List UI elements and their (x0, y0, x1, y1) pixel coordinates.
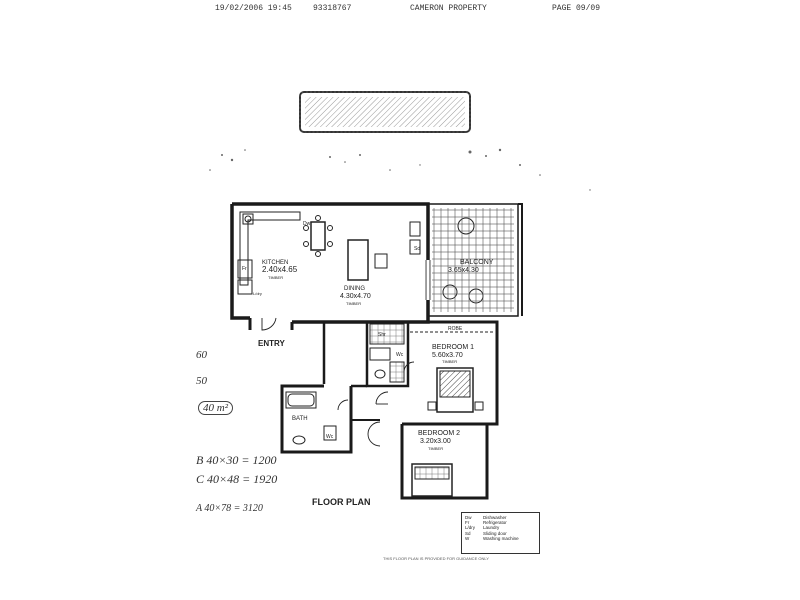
floor-plan-title: FLOOR PLAN (312, 497, 371, 507)
plan-doors (261, 317, 415, 447)
plan-footnote: THIS FLOOR PLAN IS PROVIDED FOR GUIDANCE… (383, 556, 489, 561)
bedroom1-size: 5.60x3.70 (432, 352, 463, 359)
balcony-size: 3.65x4.30 (448, 267, 479, 274)
fax-number: 93318767 (313, 4, 352, 13)
dining-name: DINING (344, 286, 365, 292)
ensuite-wc-label: Wc (396, 352, 404, 358)
company-logo-smudge (299, 91, 471, 133)
room-labels: KITCHEN 2.40x4.65 TIMBER DINING 4.30x4.7… (242, 221, 494, 451)
handwritten-calc-b: B 40×30 = 1200 (196, 453, 277, 467)
fax-date-time: 19/02/2006 19:45 (215, 4, 292, 13)
bath-name: BATH (292, 416, 308, 422)
balcony-name: BALCONY (460, 259, 494, 266)
handwritten-calc-c: C 40×48 = 1920 (196, 472, 278, 486)
handwritten-calc-a: A 40×78 = 3120 (196, 503, 263, 514)
fax-page: PAGE 09/09 (552, 4, 601, 13)
bedroom2-floor: TIMBER (428, 446, 443, 451)
kitchen-floor: TIMBER (268, 275, 283, 280)
bath-wc-label: Wc (326, 434, 334, 440)
laundry-label: L/dry (253, 291, 262, 296)
dining-floor: TIMBER (346, 301, 361, 306)
kitchen-size: 2.40x4.65 (262, 265, 298, 274)
robe-label: ROBE (448, 326, 463, 332)
bedroom1-floor: TIMBER (442, 359, 457, 364)
handwritten-note-50: 50 (196, 375, 207, 387)
bedroom2-name: BEDROOM 2 (418, 430, 460, 437)
shower-label: Shr (378, 332, 386, 338)
bedroom2-size: 3.20x3.00 (420, 438, 451, 445)
kitchen-name: KITCHEN (262, 260, 288, 266)
plan-fittings (237, 208, 514, 497)
entry-label: ENTRY (258, 339, 285, 348)
scan-noise (209, 148, 591, 191)
dishwasher-label: Dw (303, 221, 311, 227)
fax-sender: CAMERON PROPERTY (410, 4, 487, 13)
dining-size: 4.30x4.70 (340, 293, 371, 300)
fridge-label: Fr (242, 266, 247, 272)
bedroom1-name: BEDROOM 1 (432, 344, 474, 351)
sliding-door-label: Sd (414, 246, 420, 252)
handwritten-note-60: 60 (196, 349, 207, 361)
handwritten-note-40m2: 40 m² (198, 401, 233, 415)
